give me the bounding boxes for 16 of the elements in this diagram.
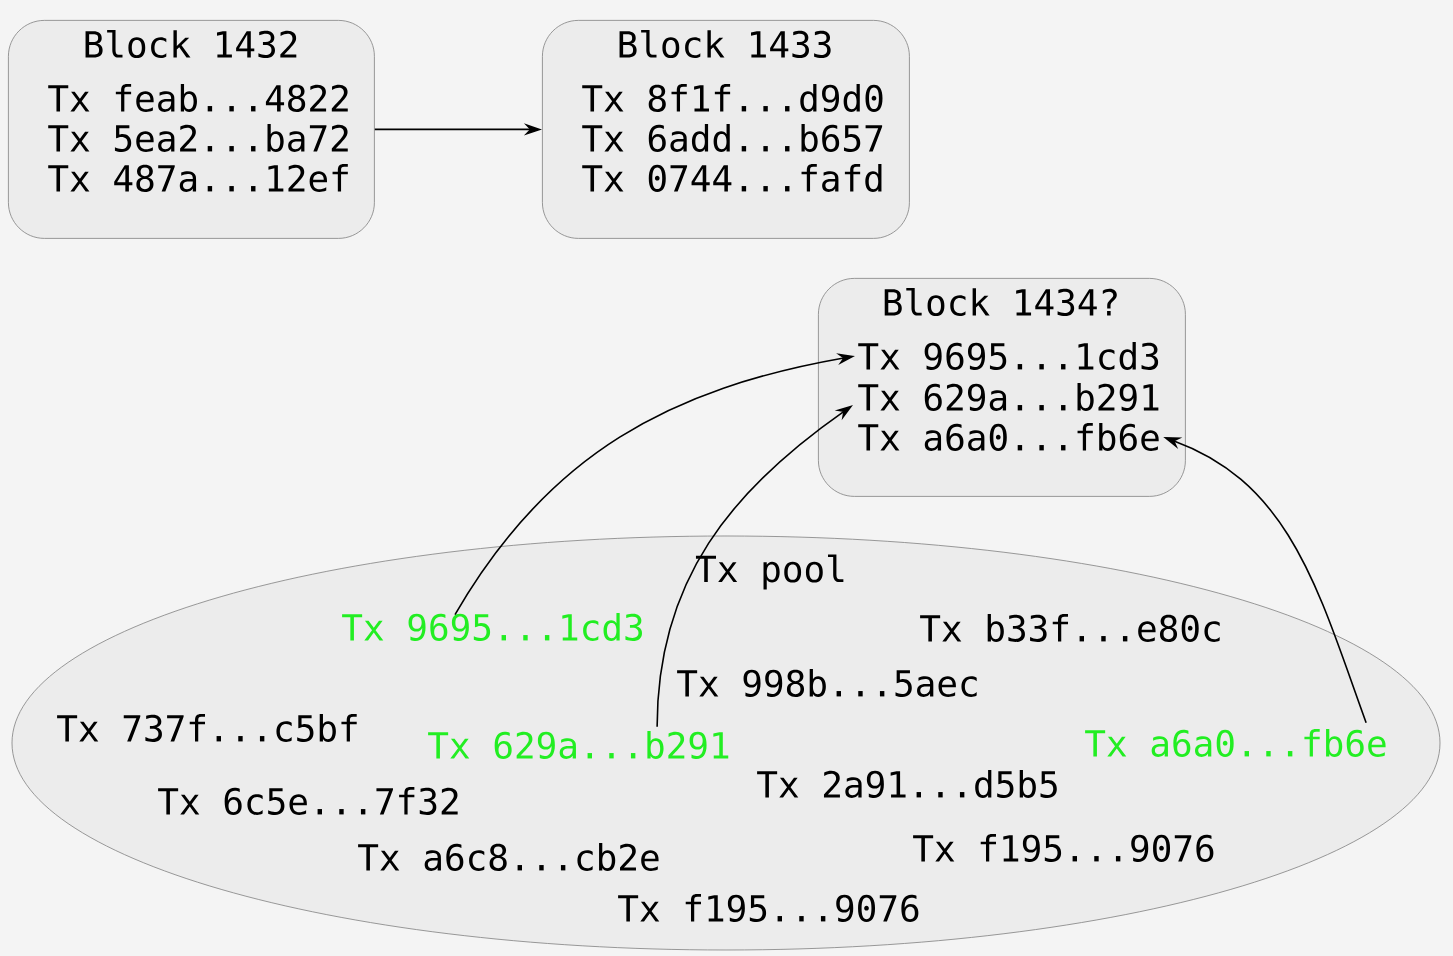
transaction-text: Tx b33f...e80c (920, 614, 1220, 642)
transaction-text: Tx 2a91...d5b5 (757, 770, 1057, 798)
transaction-text: Tx 629a...b291 (428, 731, 729, 759)
transaction-text: Tx 9695...1cd3 (342, 613, 642, 641)
block-box: Block 1432 Tx feab...4822 Tx 5ea2...ba72 Tx 487a...12ef (8, 20, 375, 239)
transaction-text: Tx a6a0...fb6e (858, 423, 1159, 451)
transaction-text: Tx 629a...b291 (858, 383, 1159, 411)
transaction-text: Tx 9695...1cd3 (858, 342, 1159, 370)
transaction-text: Tx a6a0...fb6e (1085, 729, 1386, 757)
transaction-text: Tx a6c8...cb2e (358, 843, 659, 871)
transaction-text: Tx f195...9076 (913, 834, 1214, 862)
transaction-text: Tx 6c5e...7f32 (158, 787, 458, 815)
transaction-text: Tx f195...9076 (618, 894, 919, 922)
transaction-text: Tx 737f...c5bf (57, 714, 357, 742)
transaction-text: Tx 998b...5aec (677, 669, 977, 697)
block-box: Block 1433 Tx 8f1f...d9d0 Tx 6add...b657 Tx 0744...fafd (542, 20, 910, 239)
